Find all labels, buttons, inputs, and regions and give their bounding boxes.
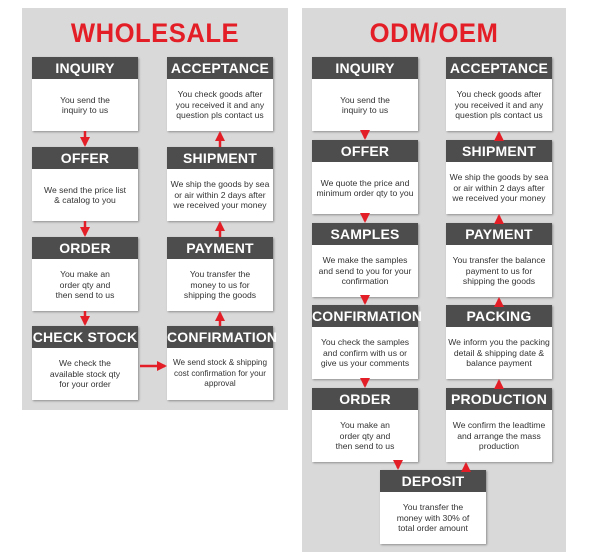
odm-step-production: PRODUCTION We confirm the leadtime and a… [446, 388, 552, 462]
step-title: CONFIRMATION [167, 326, 277, 348]
step-description: We ship the goods by sea or air within 2… [170, 179, 270, 211]
step-title: INQUIRY [312, 57, 418, 79]
step-description: You check goods after you received it an… [454, 89, 544, 121]
step-title: CONFIRMATION [312, 305, 422, 327]
odm-title: ODM/OEM [369, 18, 499, 48]
step-description: You transfer the money to us for shippin… [183, 269, 257, 301]
step-description: You send the inquiry to us [60, 94, 110, 116]
wholesale-step-payment: PAYMENT You transfer the money to us for… [167, 237, 273, 311]
step-description: We quote the price and minimum order qty… [316, 177, 414, 199]
step-title: DEPOSIT [380, 470, 486, 492]
step-title: ORDER [312, 388, 418, 410]
step-description: You make an order qty and then send to u… [55, 269, 115, 301]
step-title: OFFER [32, 147, 138, 169]
step-title: ORDER [32, 237, 138, 259]
odm-step-offer: OFFER We quote the price and minimum ord… [312, 140, 418, 214]
odm-step-samples: SAMPLES We make the samples and send to … [312, 223, 418, 297]
step-description: You transfer the money with 30% of total… [396, 502, 470, 534]
step-title: SHIPMENT [446, 140, 552, 162]
step-title: PAYMENT [446, 223, 552, 245]
step-title: PACKING [446, 305, 552, 327]
step-description: We send the price list & catalog to you [44, 184, 126, 206]
wholesale-step-order: ORDER You make an order qty and then sen… [32, 237, 138, 311]
step-description: You send the inquiry to us [340, 94, 390, 116]
odm-step-acceptance: ACCEPTANCE You check goods after you rec… [446, 57, 552, 131]
step-description: We check the available stock qty for you… [49, 358, 121, 390]
odm-step-packing: PACKING We inform you the packing detail… [446, 305, 552, 379]
step-description: We inform you the packing detail & shipp… [448, 337, 550, 369]
step-description: We confirm the leadtime and arrange the … [452, 420, 546, 452]
wholesale-step-confirmation: CONFIRMATION We send stock & shipping co… [167, 326, 277, 400]
step-title: ACCEPTANCE [167, 57, 273, 79]
odm-step-confirmation: CONFIRMATION You check the samples and c… [312, 305, 422, 379]
odm-step-inquiry: INQUIRY You send the inquiry to us [312, 57, 418, 131]
wholesale-step-check-stock: CHECK STOCK We check the available stock… [32, 326, 138, 400]
step-description: You transfer the balance payment to us f… [452, 255, 546, 287]
odm-step-payment: PAYMENT You transfer the balance payment… [446, 223, 552, 297]
step-title: CHECK STOCK [32, 326, 138, 348]
step-description: We ship the goods by sea or air within 2… [449, 172, 549, 204]
step-title: PRODUCTION [446, 388, 552, 410]
wholesale-step-inquiry: INQUIRY You send the inquiry to us [32, 57, 138, 131]
step-title: OFFER [312, 140, 418, 162]
step-title: SHIPMENT [167, 147, 273, 169]
step-description: You check goods after you received it an… [175, 89, 265, 121]
step-title: INQUIRY [32, 57, 138, 79]
odm-step-shipment: SHIPMENT We ship the goods by sea or air… [446, 140, 552, 214]
wholesale-step-shipment: SHIPMENT We ship the goods by sea or air… [167, 147, 273, 221]
wholesale-step-offer: OFFER We send the price list & catalog t… [32, 147, 138, 221]
step-description: You make an order qty and then send to u… [335, 420, 395, 452]
odm-step-order: ORDER You make an order qty and then sen… [312, 388, 418, 462]
wholesale-title: WHOLESALE [70, 18, 240, 48]
step-description: We send stock & shipping cost confirmati… [172, 358, 268, 389]
wholesale-step-acceptance: ACCEPTANCE You check goods after you rec… [167, 57, 273, 131]
step-title: ACCEPTANCE [446, 57, 552, 79]
odm-step-deposit: DEPOSIT You transfer the money with 30% … [380, 470, 486, 544]
step-title: PAYMENT [167, 237, 273, 259]
step-title: SAMPLES [312, 223, 418, 245]
step-description: We make the samples and send to you for … [318, 255, 412, 287]
step-description: You check the samples and confirm with u… [320, 337, 410, 369]
